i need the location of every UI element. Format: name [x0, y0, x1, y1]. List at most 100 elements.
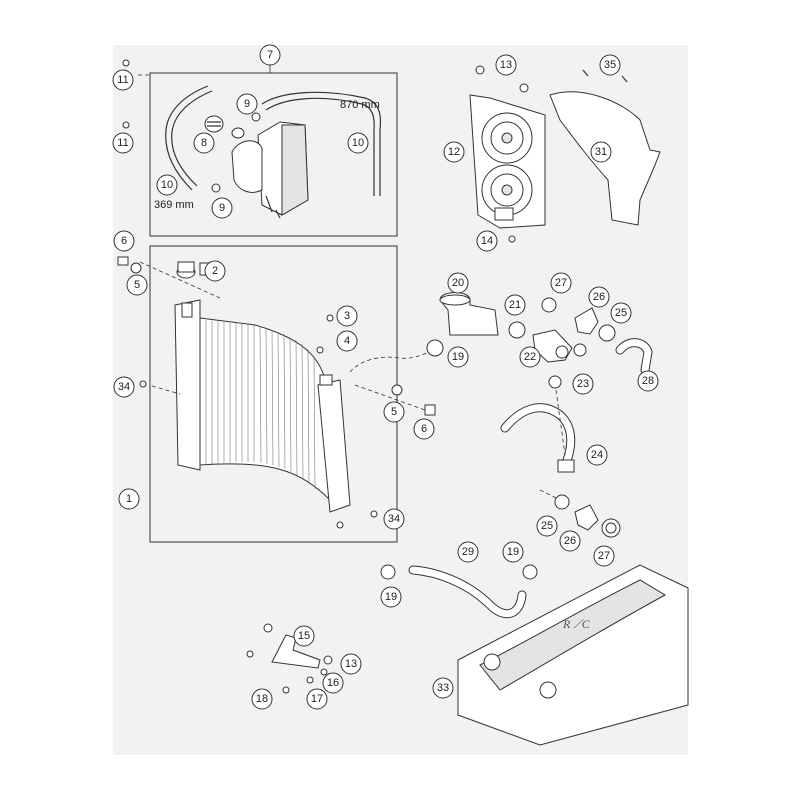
callout-22: 22	[519, 346, 541, 368]
tank-cap	[204, 115, 224, 133]
hose-clamp	[211, 112, 261, 193]
thermostat-cover	[574, 307, 599, 335]
svg-text:29: 29	[462, 546, 474, 558]
callout-2: 2	[204, 260, 226, 282]
callout-20: 20	[447, 272, 469, 294]
callout-28: 28	[637, 370, 659, 392]
washer	[336, 521, 344, 529]
screw	[139, 380, 147, 388]
callout-15: 15	[293, 625, 315, 647]
callout-24: 24	[586, 444, 608, 466]
svg-text:20: 20	[452, 277, 464, 289]
callout-27-bottom: 27	[593, 545, 615, 567]
callout-13-top: 13	[495, 54, 517, 76]
lower-coolant-hose	[408, 565, 527, 619]
svg-text:13: 13	[345, 658, 357, 670]
svg-text:17: 17	[311, 693, 323, 705]
callout-14: 14	[476, 230, 498, 252]
callout-6-top: 6	[113, 230, 135, 252]
o-ring	[508, 321, 616, 342]
svg-text:15: 15	[298, 630, 310, 642]
callout-27-top: 27	[550, 272, 572, 294]
svg-text:26: 26	[593, 291, 605, 303]
svg-text:13: 13	[500, 59, 512, 71]
callout-12: 12	[443, 141, 465, 163]
callout-18: 18	[251, 688, 273, 710]
radiator-fins	[205, 320, 316, 490]
washer	[246, 650, 254, 658]
svg-text:25: 25	[615, 307, 627, 319]
screw	[306, 676, 314, 684]
callout-8: 8	[193, 132, 215, 154]
rubber-bushing	[263, 623, 273, 633]
screw	[122, 59, 130, 129]
short-hose	[165, 85, 213, 191]
callout-25-bottom: 25	[536, 515, 558, 537]
screw	[582, 69, 628, 83]
svg-text:22: 22	[524, 351, 536, 363]
svg-text:26: 26	[564, 535, 576, 547]
svg-text:27: 27	[598, 550, 610, 562]
svg-text:19: 19	[507, 546, 519, 558]
svg-text:27: 27	[555, 277, 567, 289]
spacer-sleeve	[320, 668, 328, 676]
svg-text:2: 2	[212, 265, 218, 277]
callout-6-bottom: 6	[413, 418, 435, 440]
callout-25-top: 25	[610, 302, 632, 324]
bushing	[117, 256, 436, 416]
svg-text:11: 11	[117, 137, 128, 149]
callout-23: 23	[572, 373, 594, 395]
expansion-tank-group-frame	[149, 72, 398, 237]
callout-17: 17	[306, 688, 328, 710]
svg-text:6: 6	[421, 423, 427, 435]
hose-elbow	[439, 292, 499, 336]
callout-33: 33	[432, 677, 454, 699]
svg-text:11: 11	[117, 74, 128, 86]
callout-9-bottom: 9	[211, 197, 233, 219]
svg-text:3: 3	[344, 310, 350, 322]
svg-text:14: 14	[481, 235, 493, 247]
svg-text:24: 24	[591, 449, 603, 461]
callout-10-right: 10	[347, 132, 369, 154]
rubber-bushing	[475, 65, 485, 75]
svg-text:5: 5	[134, 279, 140, 291]
screw	[282, 686, 290, 694]
callout-29: 29	[457, 541, 479, 563]
svg-text:23: 23	[577, 378, 589, 390]
callout-5-bottom: 5	[383, 401, 405, 423]
svg-text:31: 31	[595, 146, 607, 158]
svg-text:16: 16	[327, 677, 339, 689]
callout-34-left: 34	[113, 376, 135, 398]
radiator	[174, 299, 351, 513]
hose-connector	[615, 338, 653, 375]
thermostat-housing	[532, 329, 573, 363]
hose-clamp	[426, 339, 570, 510]
svg-text:10: 10	[352, 137, 364, 149]
svg-text:28: 28	[642, 375, 654, 387]
radiator-guard: R ⟋C	[457, 564, 689, 746]
callout-19-top: 19	[447, 346, 469, 368]
svg-text:34: 34	[118, 381, 130, 393]
svg-text:9: 9	[244, 98, 250, 110]
rubber-grommet	[130, 262, 403, 396]
callout-11-bottom: 11	[112, 132, 134, 154]
coolant-hose	[500, 403, 576, 473]
svg-text:19: 19	[452, 351, 464, 363]
svg-text:19: 19	[385, 591, 397, 603]
callout-4: 4	[336, 330, 358, 352]
svg-text:7: 7	[267, 49, 273, 61]
callout-34-right: 34	[383, 508, 405, 530]
svg-text:9: 9	[219, 202, 225, 214]
expansion-tank	[231, 121, 309, 219]
radiator-fan	[469, 94, 546, 229]
svg-text:25: 25	[541, 520, 553, 532]
callout-16: 16	[322, 672, 344, 694]
screw	[370, 510, 378, 518]
callout-26-bottom: 26	[559, 530, 581, 552]
svg-text:1: 1	[126, 493, 132, 505]
callout-13-bottom: 13	[340, 653, 362, 675]
callout-26-top: 26	[588, 286, 610, 308]
callout-5-top: 5	[126, 274, 148, 296]
rubber-bushing	[519, 83, 529, 93]
callout-21: 21	[504, 294, 526, 316]
